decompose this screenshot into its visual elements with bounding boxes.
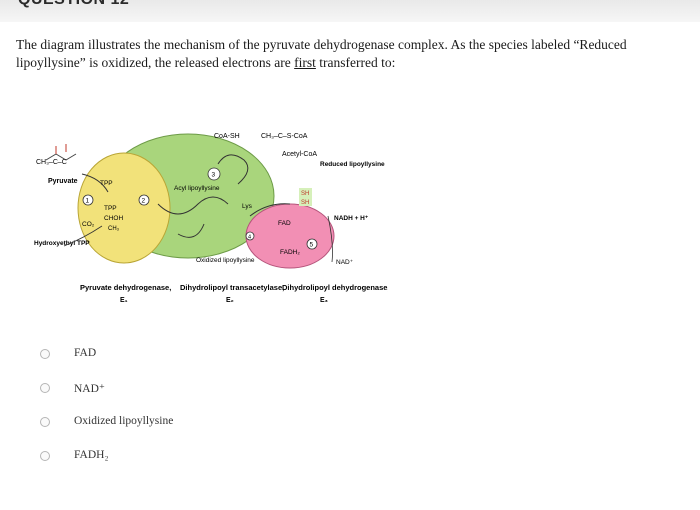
question-title: QUESTION 12 bbox=[18, 0, 129, 9]
label-acetyl-coa-formula: CH₃–C–S-CoA bbox=[261, 133, 308, 140]
label-co2: CO₂ bbox=[82, 221, 95, 228]
label-tpp-mid: TPP bbox=[104, 205, 117, 212]
label-acyl-lipoyllysine: Acyl lipoyllysine bbox=[174, 185, 220, 192]
radio-fadh2[interactable] bbox=[40, 451, 50, 461]
label-pyruvate: Pyruvate bbox=[48, 178, 78, 185]
option-label: FAD bbox=[74, 347, 97, 359]
diagram-svg: CH₃–C–C Pyruvate TPP TPP CHOH CH₃ CO₂ 1 … bbox=[34, 133, 388, 304]
label-e3-tag: E₃ bbox=[320, 297, 328, 304]
label-fad: FAD bbox=[278, 220, 291, 227]
e1-enzyme-shape bbox=[77, 152, 171, 264]
label-e2-tag: E₂ bbox=[226, 297, 234, 304]
label-chohch3: CHOH bbox=[104, 215, 123, 222]
option-oxidized-lipoyllysine[interactable]: Oxidized lipoyllysine bbox=[40, 414, 340, 432]
question-header-bar: QUESTION 12 bbox=[0, 0, 700, 23]
option-fad[interactable]: FAD bbox=[40, 346, 340, 364]
pyruvate-dehydrogenase-diagram: CH₃–C–C Pyruvate TPP TPP CHOH CH₃ CO₂ 1 … bbox=[28, 104, 388, 324]
label-step-5: 5 bbox=[310, 242, 314, 249]
label-nadh: NADH + H⁺ bbox=[334, 215, 369, 222]
label-sh-2: SH bbox=[301, 200, 309, 206]
e3-enzyme-shape bbox=[245, 203, 335, 269]
label-step-2: 2 bbox=[142, 198, 146, 205]
label-acetyl-coa: Acetyl-CoA bbox=[282, 151, 317, 158]
question-text-underlined: first bbox=[294, 55, 316, 70]
label-step-3: 3 bbox=[212, 172, 216, 179]
question-text-part1: The diagram illustrates the mechanism of… bbox=[16, 37, 627, 70]
label-tpp-top: TPP bbox=[100, 180, 113, 187]
label-e1-tag: E₁ bbox=[120, 297, 128, 304]
question-card: The diagram illustrates the mechanism of… bbox=[0, 22, 700, 510]
option-nad[interactable]: NAD⁺ bbox=[40, 380, 340, 398]
question-text-part2: transferred to: bbox=[315, 55, 396, 70]
label-ch3-small: CH₃ bbox=[108, 226, 120, 232]
label-nad: NAD⁺ bbox=[336, 259, 354, 266]
radio-fad[interactable] bbox=[40, 349, 50, 359]
label-step-1: 1 bbox=[86, 198, 90, 205]
label-e3-name: Dihydrolipoyl dehydrogenase, bbox=[282, 283, 388, 292]
label-fadh2: FADH₂ bbox=[280, 249, 300, 256]
option-fadh2[interactable]: FADH₂ bbox=[40, 448, 340, 466]
option-label: NAD⁺ bbox=[74, 383, 105, 395]
label-oxidized-lipoyllysine: Oxidized lipoyllysine bbox=[196, 257, 255, 264]
label-sh-1: SH bbox=[301, 191, 309, 197]
radio-nad[interactable] bbox=[40, 383, 50, 393]
option-label: Oxidized lipoyllysine bbox=[74, 415, 174, 427]
option-label: FADH₂ bbox=[74, 449, 109, 461]
label-lys: Lys bbox=[242, 203, 253, 210]
label-coa-sh: CoA-SH bbox=[214, 133, 240, 140]
label-reduced-lipoyllysine: Reduced lipoyllysine bbox=[320, 161, 385, 168]
question-text: The diagram illustrates the mechanism of… bbox=[16, 36, 688, 72]
label-hydroxyethyl-tpp: Hydroxyethyl TPP bbox=[34, 240, 90, 247]
label-e2-name: Dihydrolipoyl transacetylase, bbox=[180, 283, 284, 292]
label-step-4: 4 bbox=[248, 235, 251, 241]
radio-oxidized-lipoyllysine[interactable] bbox=[40, 417, 50, 427]
label-ch3-pyruvate: CH₃–C–C bbox=[36, 159, 67, 166]
label-e1-name: Pyruvate dehydrogenase, bbox=[80, 283, 171, 292]
